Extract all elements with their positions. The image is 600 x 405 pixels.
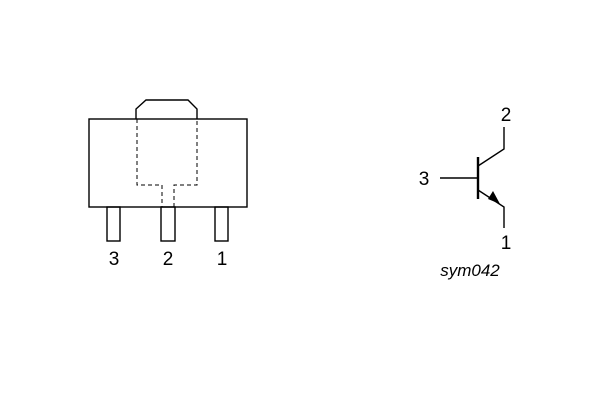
package-pin-3 <box>106 206 121 242</box>
collector-lead <box>477 127 505 167</box>
package-pin-label-3: 3 <box>109 249 120 270</box>
symbol-caption: sym042 <box>440 261 500 280</box>
package-pin-label-2: 2 <box>163 249 174 270</box>
package-hidden-outline <box>136 119 198 207</box>
transistor-symbol <box>440 127 505 228</box>
package-tab <box>135 99 198 119</box>
emitter-arrow-icon <box>488 191 500 204</box>
emitter-lead <box>477 189 505 228</box>
package-body <box>88 118 248 208</box>
package-pin-1 <box>214 206 229 242</box>
package-pin-label-1: 1 <box>217 249 228 270</box>
base-label: 3 <box>419 169 430 190</box>
package-pin-2 <box>160 206 176 242</box>
emitter-label: 1 <box>501 233 512 254</box>
collector-label: 2 <box>501 105 512 126</box>
package-drawing <box>88 99 248 242</box>
